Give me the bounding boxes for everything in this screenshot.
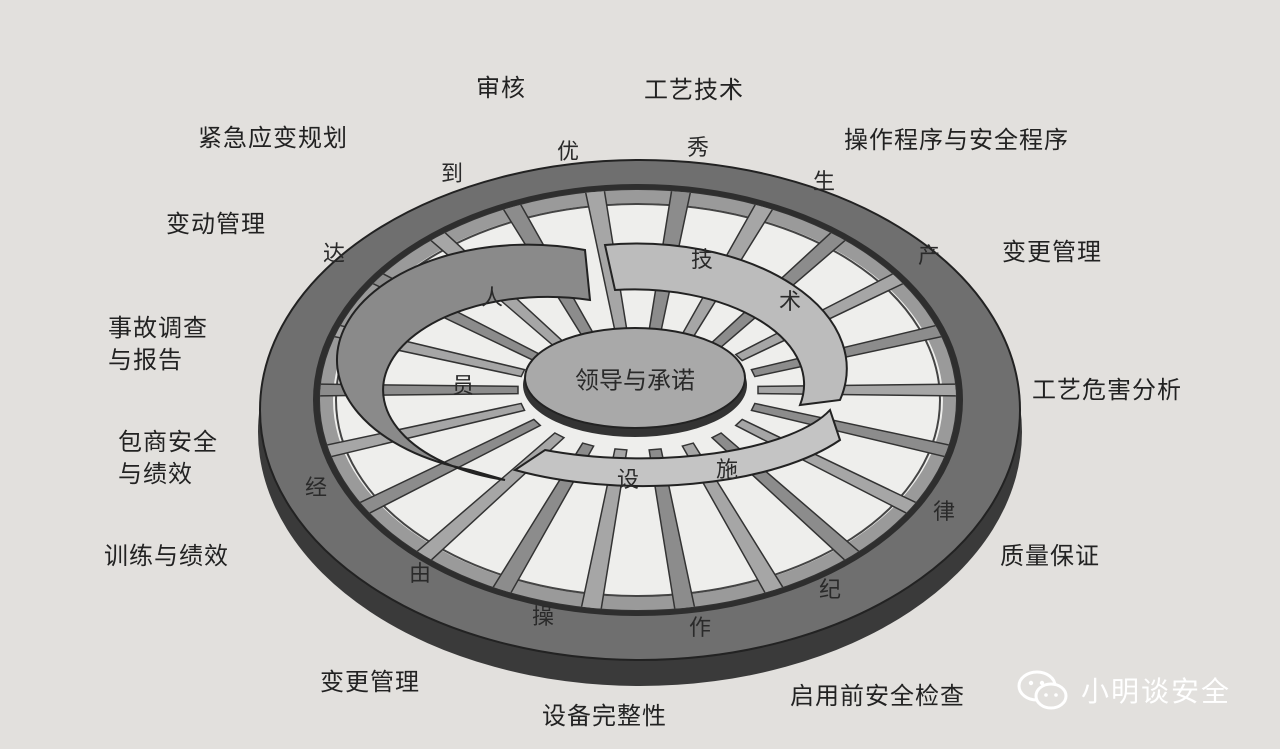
outer-ring-char: 作: [688, 616, 712, 641]
inner-ring-char-facilities: 设: [616, 468, 640, 493]
outer-ring-char: 达: [322, 242, 346, 267]
people-segment: [335, 243, 592, 481]
label-process-hazard-analysis: 工艺危害分析: [1032, 376, 1182, 404]
label-change-management-bottom: 变更管理: [320, 668, 420, 696]
label-audit: 审核: [476, 74, 526, 102]
label-emergency-planning: 紧急应变规划: [198, 124, 348, 152]
outer-ring-char: 律: [932, 500, 956, 525]
outer-ring-char: 秀: [686, 136, 710, 161]
outer-ring-char: 纪: [818, 578, 842, 603]
spoke: [580, 448, 628, 610]
label-operating-procedures: 操作程序与安全程序: [844, 126, 1069, 154]
technology-segment: [603, 242, 848, 407]
outer-ring-char: 到: [440, 162, 464, 187]
label-quality-assurance: 质量保证: [1000, 542, 1100, 570]
inner-ring-char-people: 人: [480, 286, 504, 311]
center-hub: [524, 327, 746, 429]
center-label: 领导与承诺: [575, 366, 695, 395]
spoke: [757, 383, 956, 397]
label-training: 训练与绩效: [104, 542, 229, 570]
label-pre-startup-review: 启用前安全检查: [790, 682, 965, 710]
spoke: [750, 402, 956, 460]
label-change-management-right: 变更管理: [1002, 238, 1102, 266]
inner-ring-char-technology: 术: [778, 290, 802, 315]
spoke: [320, 383, 519, 397]
label-contractor-safety: 包商安全与绩效: [118, 428, 218, 488]
inner-ring-char-facilities: 施: [715, 458, 739, 483]
outer-ring-char: 经: [304, 476, 328, 501]
inner-ring-char-technology: 技: [690, 248, 714, 273]
spokes: [320, 190, 956, 610]
label-equipment-integrity: 设备完整性: [542, 702, 667, 730]
wechat-icon: [1017, 670, 1068, 710]
watermark: 小明谈安全: [1015, 668, 1231, 712]
watermark-text: 小明谈安全: [1081, 675, 1232, 708]
outer-ring-char: 操: [531, 605, 555, 630]
outer-ring-char: 由: [408, 562, 432, 587]
outer-ring-char: 生: [812, 170, 836, 195]
inner-ring-char-people: 员: [451, 374, 475, 399]
outer-ring-char: 产: [917, 244, 941, 269]
label-process-technology: 工艺技术: [644, 76, 744, 104]
label-change-management-left: 变动管理: [166, 210, 266, 238]
label-incident-investigation: 事故调查与报告: [108, 314, 208, 374]
outer-ring-char: 优: [556, 140, 580, 165]
facilities-segment: [512, 408, 842, 488]
